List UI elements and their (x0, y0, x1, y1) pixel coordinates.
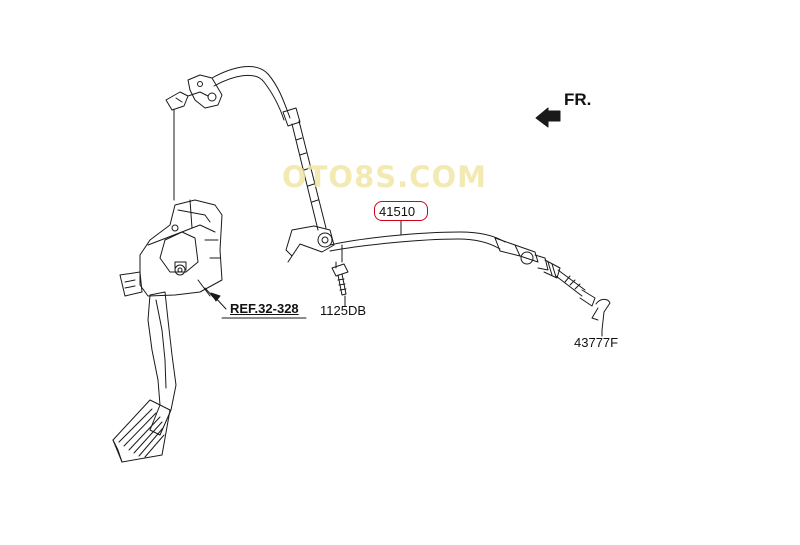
part-label-41510: 41510 (379, 204, 416, 219)
part-callout-box (374, 201, 428, 221)
cable-mount-bracket (285, 225, 335, 263)
part-label-43777f: 43777F (574, 335, 619, 350)
accelerator-pedal (112, 291, 177, 463)
reference-label: REF.32-328 (230, 301, 299, 316)
upper-cable (211, 66, 327, 231)
front-direction-label: FR. (564, 90, 592, 109)
front-arrow-icon (535, 107, 561, 128)
upper-linkage (165, 74, 223, 111)
clip-43777f (591, 298, 611, 331)
watermark-text: OTO8S.COM (282, 160, 487, 194)
ref-arrow (210, 292, 227, 310)
bolt-1125db (331, 244, 349, 296)
part-label-1125db: 1125DB (320, 303, 367, 318)
main-cable (329, 231, 506, 252)
pedal-bracket (119, 199, 223, 299)
cable-end-fitting (494, 237, 596, 307)
leader-lines (221, 220, 603, 337)
